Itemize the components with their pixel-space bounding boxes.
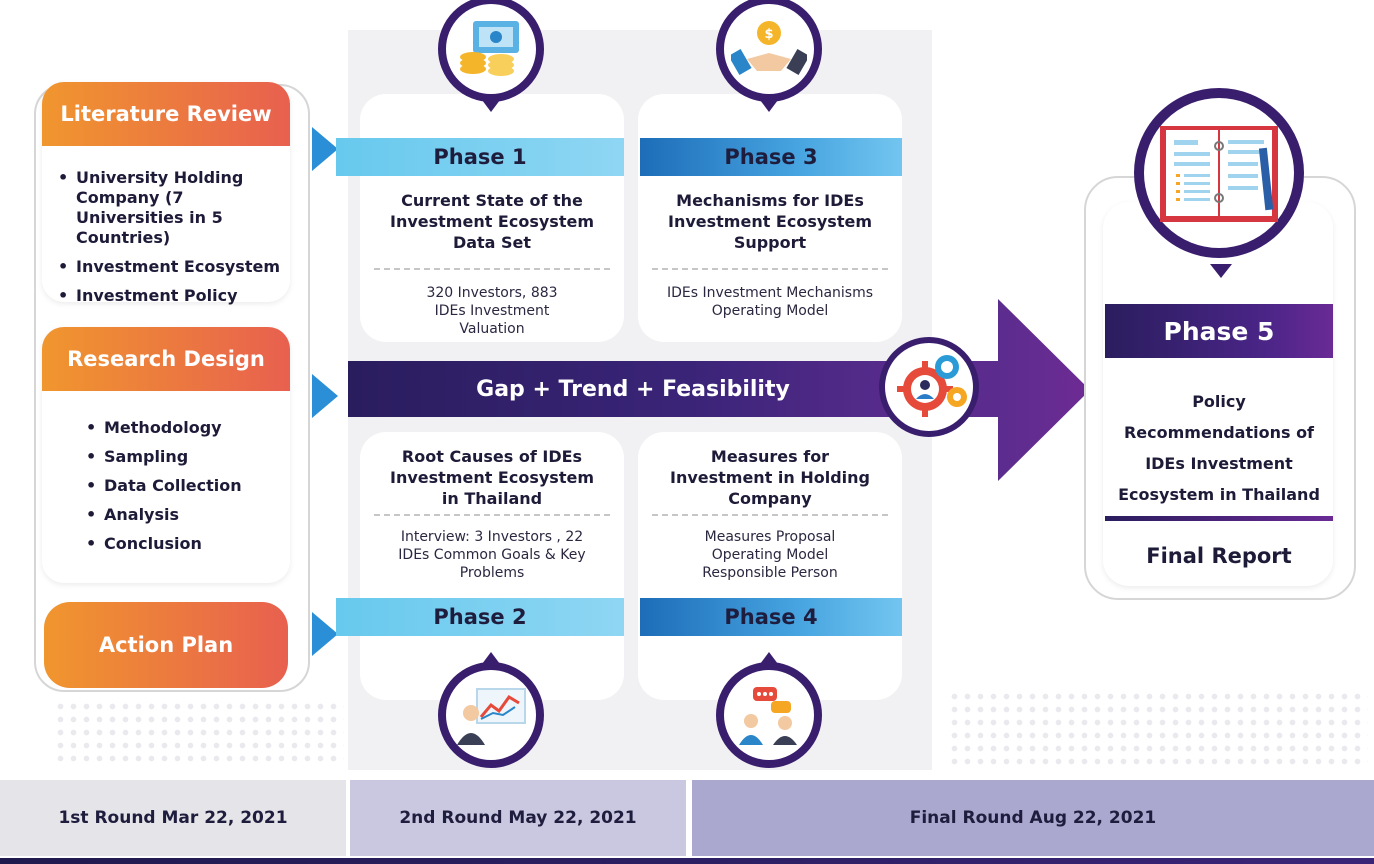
- report-book-icon: [1134, 88, 1304, 258]
- timeline-baseline: [0, 858, 1374, 864]
- research-design-card: Research Design Methodology Sampling Dat…: [42, 327, 290, 583]
- final-report-label: Final Report: [1146, 544, 1292, 568]
- phase-3-description: IDEs Investment Mechanisms Operating Mod…: [666, 285, 874, 319]
- divider: [374, 268, 610, 270]
- timeline-round-final: Final Round Aug 22, 2021: [692, 780, 1374, 856]
- phase-2-title: Root Causes of IDEs Investment Ecosystem…: [390, 447, 594, 508]
- pointer-icon: [760, 652, 778, 664]
- list-item: Investment Policy: [58, 286, 284, 306]
- phase-1-label: Phase 1: [336, 138, 624, 176]
- literature-review-card: Literature Review University Holding Com…: [42, 82, 290, 306]
- money-document-icon: [438, 0, 544, 102]
- phase-5-title: Policy Recommendations of IDEs Investmen…: [1118, 392, 1320, 504]
- pointer-icon: [482, 652, 500, 664]
- research-design-list: Methodology Sampling Data Collection Ana…: [86, 413, 286, 558]
- arrow-right-icon: [312, 374, 338, 418]
- phase-2-label: Phase 2: [336, 598, 624, 636]
- timeline-round-1: 1st Round Mar 22, 2021: [0, 780, 346, 856]
- phase-2-description: Interview: 3 Investors , 22 IDEs Common …: [398, 529, 586, 581]
- pointer-icon: [482, 100, 500, 112]
- phase-4-label: Phase 4: [640, 598, 902, 636]
- divider: [652, 514, 888, 516]
- research-design-header: Research Design: [42, 327, 290, 391]
- phase-1-description: 320 Investors, 883 IDEs Investment Valua…: [426, 285, 558, 337]
- phase-1-title: Current State of the Investment Ecosyste…: [390, 191, 594, 252]
- pointer-icon: [1210, 264, 1232, 278]
- divider: [652, 268, 888, 270]
- gap-trend-feasibility-band: Gap + Trend + Feasibility: [348, 361, 918, 417]
- action-plan-header: Action Plan: [44, 602, 288, 688]
- list-item: University Holding Company (7 Universiti…: [58, 168, 284, 248]
- arrow-right-icon: [312, 612, 338, 656]
- pointer-icon: [760, 100, 778, 112]
- phase-3-card: Phase 3 Mechanisms for IDEs Investment E…: [638, 94, 902, 342]
- phase-3-label: Phase 3: [640, 138, 902, 176]
- phase-4-description: Measures Proposal Operating Model Respon…: [702, 529, 838, 581]
- presenter-chart-icon: [438, 662, 544, 768]
- list-item: Data Collection: [86, 471, 286, 500]
- handshake-coin-icon: $: [716, 0, 822, 102]
- timeline-round-2: 2nd Round May 22, 2021: [350, 780, 686, 856]
- literature-review-header: Literature Review: [42, 82, 290, 146]
- list-item: Sampling: [86, 442, 286, 471]
- list-item: Analysis: [86, 500, 286, 529]
- dot-pattern-left: [54, 700, 344, 766]
- dot-pattern-right: [948, 690, 1368, 766]
- arrow-right-icon: [312, 127, 338, 171]
- phase-4-title: Measures for Investment in Holding Compa…: [669, 447, 871, 508]
- svg-text:$: $: [764, 27, 773, 42]
- gear-person-icon: [879, 337, 979, 437]
- phase-1-card: Phase 1 Current State of the Investment …: [336, 94, 624, 342]
- list-item: Conclusion: [86, 529, 286, 558]
- phase-5-label: Phase 5: [1105, 304, 1333, 358]
- people-discussion-icon: [716, 662, 822, 768]
- phase-3-title: Mechanisms for IDEs Investment Ecosystem…: [668, 191, 872, 252]
- divider: [1105, 516, 1333, 521]
- phase-2-card: Root Causes of IDEs Investment Ecosystem…: [336, 432, 624, 700]
- divider: [374, 514, 610, 516]
- big-arrow-head: [990, 299, 1090, 481]
- list-item: Investment Ecosystem: [58, 257, 284, 277]
- literature-review-list: University Holding Company (7 Universiti…: [58, 168, 284, 315]
- list-item: Methodology: [86, 413, 286, 442]
